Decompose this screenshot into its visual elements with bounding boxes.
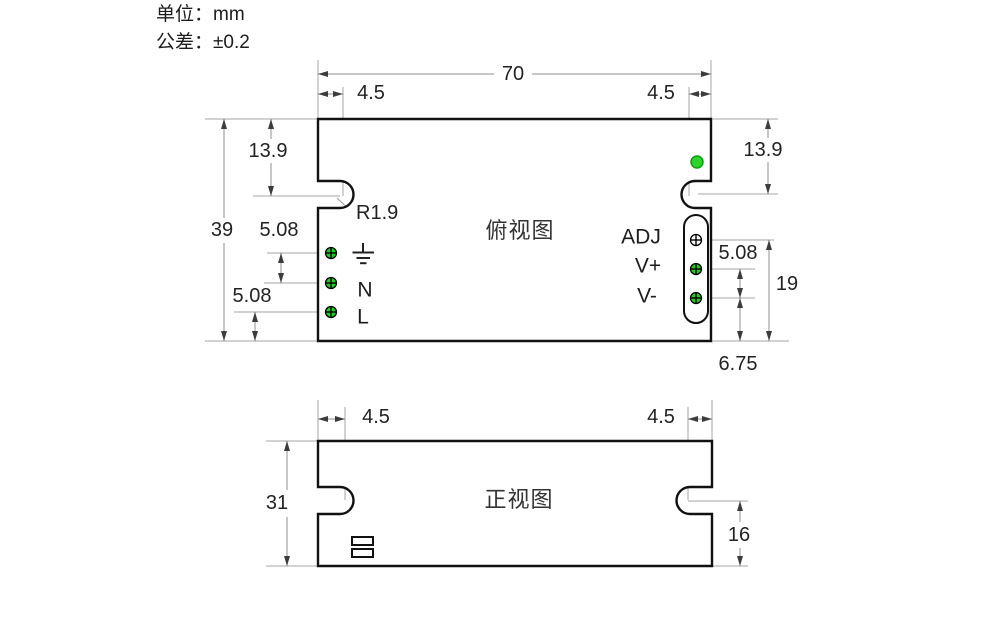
vent-slots [351, 536, 374, 558]
unit-note: 单位：mm [156, 4, 245, 25]
ground-terminal [324, 246, 338, 260]
neutral-terminal [324, 276, 338, 290]
front-view-title: 正视图 [484, 487, 554, 512]
top-view-outline [316, 117, 713, 343]
dim-output-pitch: 5.08 [716, 242, 760, 264]
led-indicator [690, 155, 704, 169]
tolerance-note: 公差：±0.2 [156, 32, 250, 53]
dim-top-left-offset: 4.5 [357, 82, 385, 104]
output-terminals [689, 233, 703, 305]
dim-notch-radius: R1.9 [356, 202, 399, 224]
vplus-terminal [689, 262, 703, 276]
dimension-lines [221, 71, 772, 566]
dim-front-notch-to-bottom: 16 [725, 524, 753, 546]
earth-ground-icon [352, 243, 374, 265]
dim-output-bottom-offset: 6.75 [718, 353, 758, 375]
dim-front-overall-height: 31 [263, 492, 291, 514]
front-view-outline [316, 439, 714, 568]
dim-top-right-offset: 4.5 [647, 82, 675, 104]
line-terminal [324, 305, 338, 319]
input-terminals [324, 246, 338, 319]
dim-output-block-height: 19 [775, 273, 799, 295]
line-terminal-label: L [357, 305, 369, 329]
adj-terminal [689, 233, 703, 247]
dim-front-right-offset: 4.5 [647, 406, 675, 428]
dim-top-overall-width: 70 [499, 63, 527, 85]
vplus-terminal-label: V+ [634, 254, 662, 278]
neutral-terminal-label: N [357, 278, 373, 302]
dim-front-left-offset: 4.5 [362, 406, 390, 428]
dim-top-notch-left: 13.9 [246, 140, 290, 162]
dim-input-pitch-upper: 5.08 [259, 219, 299, 241]
adj-terminal-label: ADJ [621, 225, 661, 249]
vminus-terminal [689, 291, 703, 305]
dim-top-notch-right: 13.9 [741, 139, 785, 161]
dim-top-overall-height: 39 [208, 219, 236, 241]
top-view-title: 俯视图 [485, 218, 555, 243]
vminus-terminal-label: V- [637, 284, 657, 308]
dim-input-pitch-lower: 5.08 [232, 285, 272, 307]
